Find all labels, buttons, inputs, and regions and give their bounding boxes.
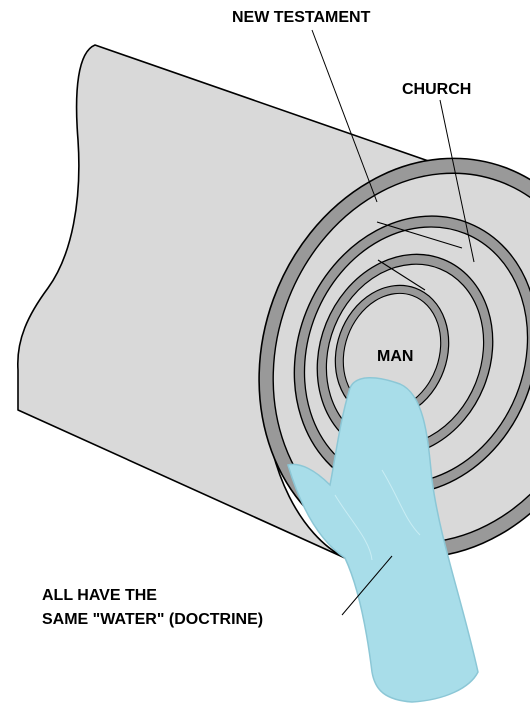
water-label-line-1: ALL HAVE THE [42, 587, 157, 604]
water-highlight-line [381, 469, 421, 536]
water-leader-line [341, 555, 393, 616]
church-label: CHURCH [402, 81, 471, 98]
man-label: MAN [377, 348, 413, 365]
water-shape [287, 377, 479, 703]
church-leader-line [439, 99, 475, 263]
new-testament-label: NEW TESTAMENT [232, 9, 371, 26]
ring-connector-line [376, 221, 463, 249]
water-label-line-2: SAME "WATER" (DOCTRINE) [42, 611, 263, 628]
water-highlight-line [334, 494, 373, 561]
ring-connector-line [377, 259, 426, 291]
new-testament-leader-line [311, 29, 378, 203]
